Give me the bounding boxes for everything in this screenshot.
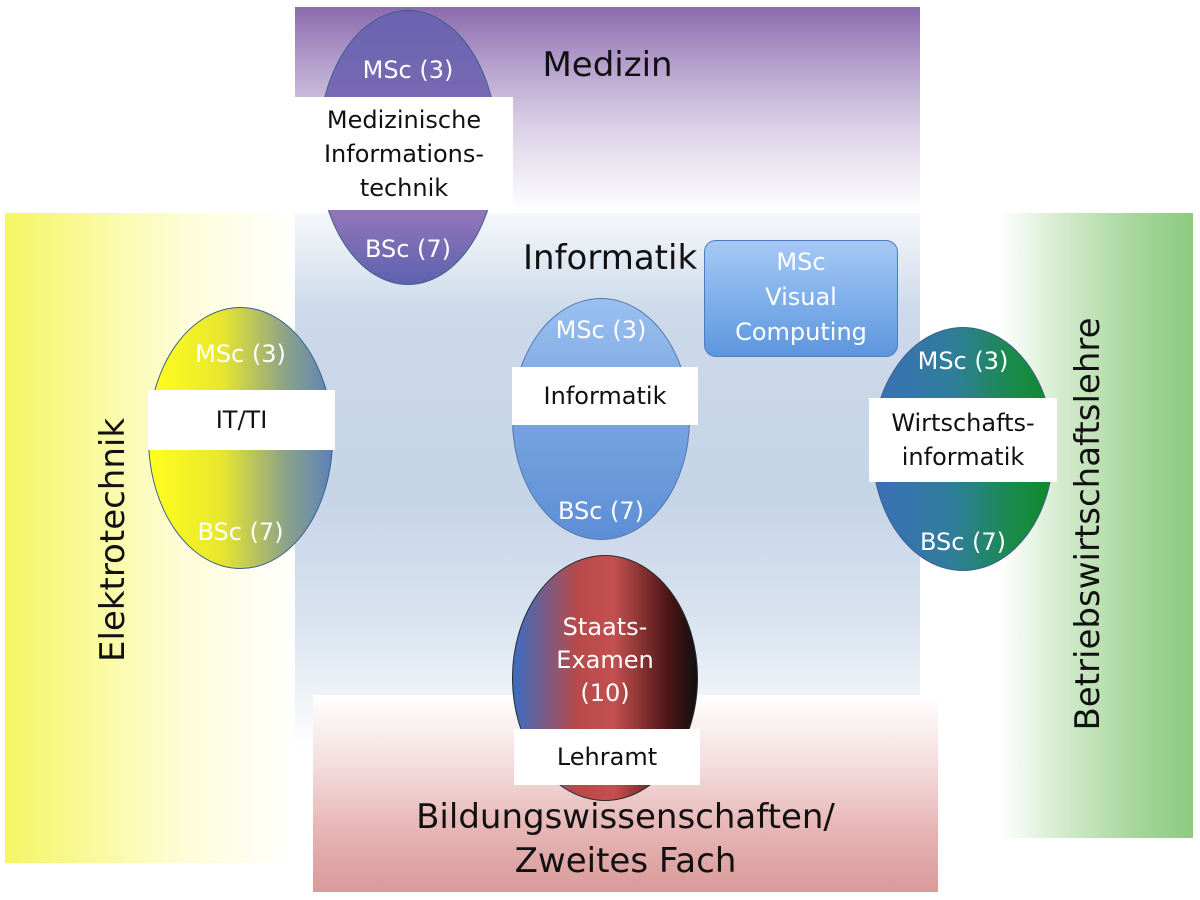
medizin-program-box: Medizinische Informations- technik (295, 97, 513, 210)
medizin-program-name-line1: Medizinische (326, 105, 482, 134)
lehramt-exam-line3: (10) (580, 679, 630, 707)
bwl-label: Betriebswirtschaftslehre (1068, 317, 1108, 731)
lehramt-box: Lehramt (514, 729, 700, 785)
wirtschaftsinformatik-box: Wirtschafts- informatik (869, 398, 1057, 482)
it-ti-bsc-label: BSc (7) (197, 518, 284, 546)
medizin-label: Medizin (542, 45, 673, 85)
informatik-bsc-label: BSc (7) (557, 497, 645, 525)
wirtschaftsinformatik-name-line2: informatik (901, 443, 1025, 471)
visual-computing-line3: Computing (735, 318, 867, 346)
it-ti-name: IT/TI (215, 406, 268, 434)
wirtschaftsinformatik-name-line1: Wirtschafts- (891, 409, 1035, 437)
lehramt-exam-line2: Examen (556, 646, 654, 674)
wirtschaftsinformatik-bsc-label: BSc (7) (919, 528, 1007, 556)
lehramt-exam-label: Staats- Examen (10) (512, 611, 698, 710)
wirtschaftsinformatik-msc-label: MSc (3) (917, 347, 1009, 375)
medizin-program-name-line2: Informations- (323, 139, 485, 168)
bildung-label-line2: Zweites Fach (514, 841, 737, 881)
visual-computing-box: MSc Visual Computing (704, 240, 898, 357)
informatik-label: Informatik (523, 238, 698, 278)
bildung-label: Bildungswissenschaften/ Zweites Fach (313, 795, 938, 883)
medizin-program-name-line3: technik (359, 173, 449, 202)
visual-computing-line2: Visual (765, 283, 837, 311)
visual-computing-line1: MSc (776, 248, 826, 276)
elektrotechnik-label: Elektrotechnik (93, 417, 133, 663)
it-ti-box: IT/TI (148, 390, 335, 450)
lehramt-name: Lehramt (556, 743, 658, 771)
bildung-label-line1: Bildungswissenschaften/ (416, 797, 835, 837)
medizin-bsc-label: BSc (7) (364, 235, 452, 263)
medizin-msc-label: MSc (3) (362, 56, 454, 84)
informatik-name: Informatik (543, 382, 667, 410)
informatik-msc-label: MSc (3) (555, 316, 647, 344)
informatik-box: Informatik (512, 367, 698, 425)
it-ti-msc-label: MSc (3) (195, 340, 286, 368)
lehramt-exam-line1: Staats- (562, 613, 648, 641)
